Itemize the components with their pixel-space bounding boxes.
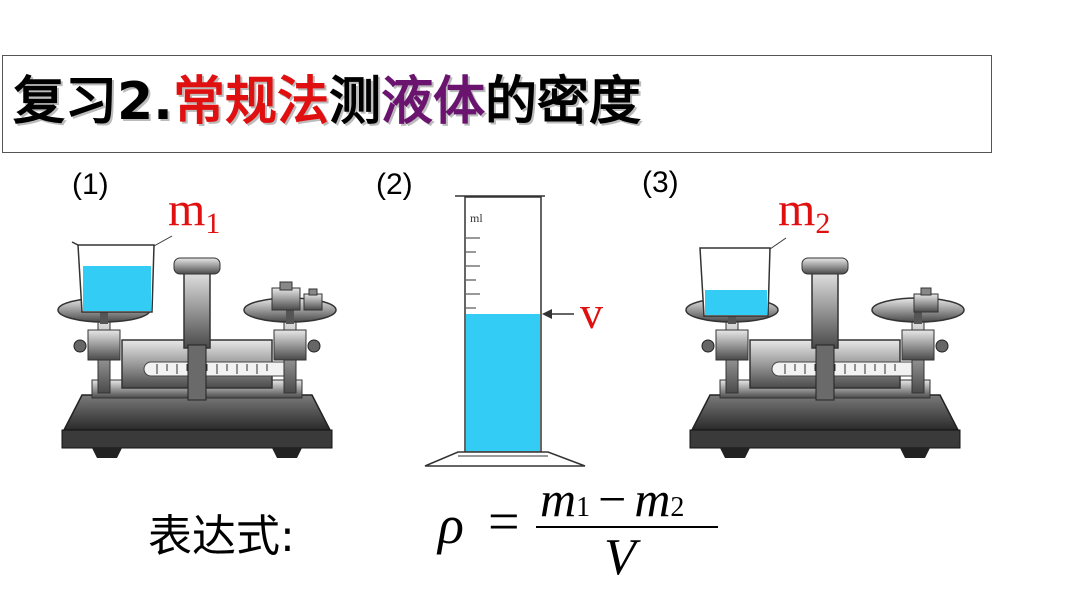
mass-symbol-2: m — [778, 183, 816, 236]
volume-label: v — [580, 287, 603, 338]
mass-sub-1: 1 — [205, 207, 221, 240]
mass-symbol-1: m — [168, 183, 206, 236]
step-3-number: (3) — [642, 166, 679, 199]
beaker-icon-1 — [71, 235, 173, 313]
balance-scale-icon-2 — [685, 257, 965, 459]
mass-label-1: m1 — [168, 186, 220, 248]
numerator-sub-1: 1 — [576, 492, 591, 523]
title-box: 复习2.常规法测液体的密度 — [2, 55, 992, 153]
formula-equals: = — [488, 491, 520, 553]
title-part-1: 复习2. — [13, 72, 173, 132]
cylinder-unit: ml — [470, 211, 483, 225]
title-part-3: 测 — [328, 72, 381, 132]
title-part-4: 液体 — [380, 72, 485, 132]
cylinder-liquid — [466, 314, 540, 451]
expression-label: 表达式: — [148, 511, 295, 562]
liquid-2 — [705, 290, 767, 315]
page-title: 复习2.常规法测液体的密度 — [13, 66, 641, 138]
formula-rho: ρ — [438, 495, 464, 555]
formula-numerator: m1−m2 — [540, 470, 684, 528]
graduated-cylinder-icon — [424, 195, 586, 467]
formula-minus: − — [598, 471, 627, 527]
beaker-icon-2 — [699, 237, 787, 317]
numerator-m1: m — [540, 471, 577, 527]
title-part-2: 常规法 — [172, 72, 329, 132]
weight-icon-1a — [271, 287, 301, 311]
liquid-1 — [83, 266, 151, 311]
numerator-m2: m — [634, 471, 671, 527]
mass-sub-2: 2 — [815, 207, 831, 240]
title-part-5: 的密度 — [484, 72, 641, 132]
weight-icon-2 — [913, 293, 939, 313]
formula-denominator: V — [604, 529, 636, 586]
balance-scale-icon-1 — [57, 257, 337, 459]
step-2-number: (2) — [376, 168, 413, 201]
weight-icon-1b — [303, 293, 323, 311]
step-1-number: (1) — [72, 168, 109, 201]
mass-label-2: m2 — [778, 186, 830, 248]
numerator-sub-2: 2 — [670, 492, 685, 523]
